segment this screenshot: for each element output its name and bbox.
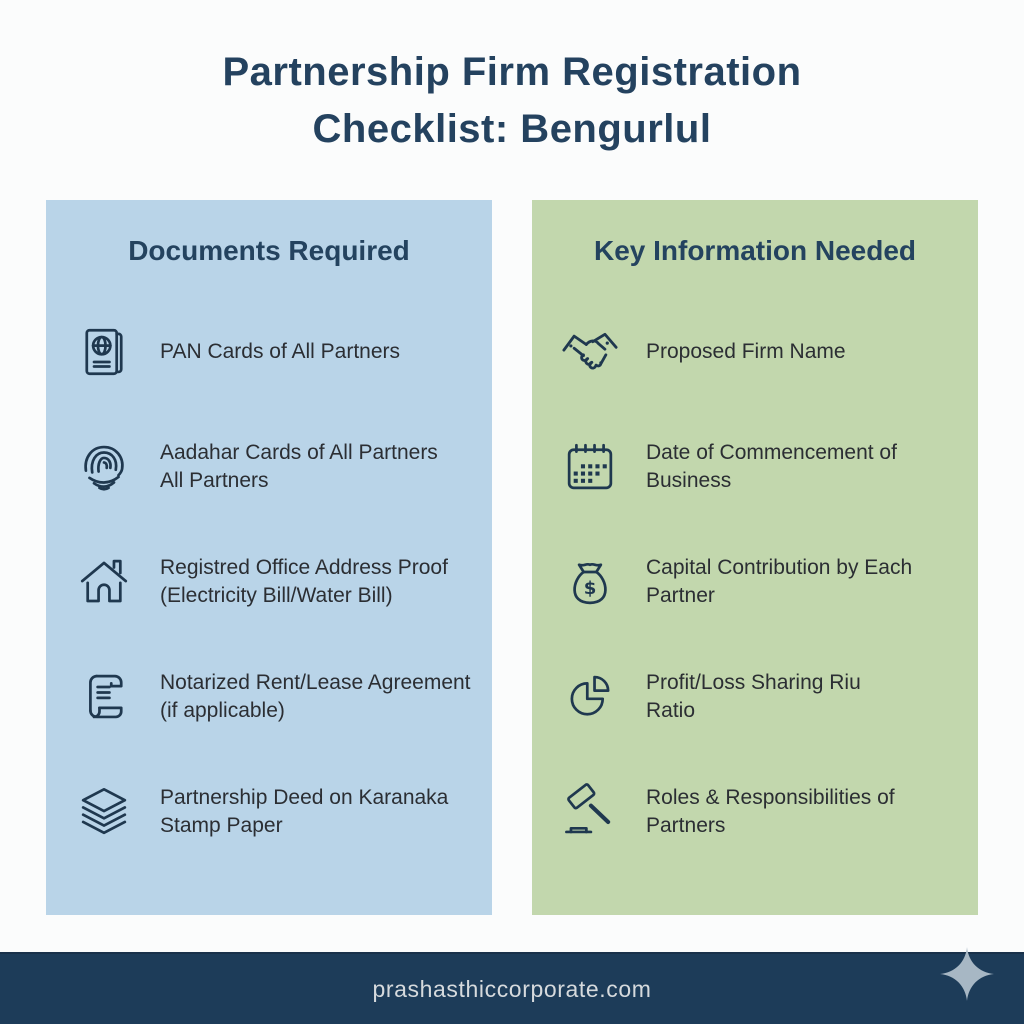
gavel-icon: [558, 782, 622, 841]
checklist-item-pan-cards: PAN Cards of All Partners: [46, 294, 492, 409]
money-bag-icon: $: [558, 553, 622, 611]
checklist-item-office-address: Registred Office Address Proof (Electric…: [46, 524, 492, 639]
checklist-item-label: Partnership Deed on Karanaka Stamp Paper: [160, 785, 449, 837]
calendar-icon: [558, 438, 622, 496]
footer-bar: prashasthiccorporate.com: [0, 952, 1024, 1024]
key-information-header: Key Information Needed: [593, 235, 917, 266]
checklist-item-label: Proposed Firm Name: [646, 339, 846, 363]
passport-icon: [72, 323, 136, 381]
checklist-item-label: Date of Commencement of Business: [646, 440, 897, 492]
checklist-item-label: Notarized Rent/Lease Agreement (if appli…: [160, 670, 471, 722]
page-title-line1: Partnership Firm Registration: [222, 50, 802, 94]
house-icon: [72, 553, 136, 611]
checklist-item-label: PAN Cards of All Partners: [160, 339, 401, 363]
handshake-icon: [558, 324, 622, 380]
scroll-icon: [72, 668, 136, 726]
pie-chart-icon: [558, 668, 622, 726]
checklist-item-partnership-deed: Partnership Deed on Karanaka Stamp Paper: [46, 754, 492, 869]
checklist-item-label: Registred Office Address Proof (Electric…: [160, 555, 448, 607]
sparkle-icon: [939, 946, 995, 1002]
key-information-list: Proposed Firm Name Date of Commencement: [532, 294, 978, 869]
documents-required-panel: Documents Required PAN Cards of All Part…: [46, 200, 492, 915]
checklist-item-roles-responsibilities: Roles & Responsibilities of Partners: [532, 754, 978, 869]
checklist-item-capital-contribution: $ Capital Contribution by Each Partner: [532, 524, 978, 639]
page-title: Partnership Firm Registration Checklist:…: [0, 44, 1024, 158]
layers-icon: [72, 783, 136, 841]
fingerprint-icon: [72, 438, 136, 496]
checklist-item-label: Roles & Responsibilities of Partners: [646, 785, 895, 837]
checklist-item-profit-sharing: Profit/Loss Sharing Riu Ratio: [532, 639, 978, 754]
footer-website: prashasthiccorporate.com: [372, 975, 652, 1002]
svg-text:$: $: [584, 577, 597, 598]
checklist-item-rent-agreement: Notarized Rent/Lease Agreement (if appli…: [46, 639, 492, 754]
key-information-panel: Key Information Needed: [532, 200, 978, 915]
page-title-line2: Checklist: Bengurlul: [312, 107, 712, 151]
checklist-item-label: Aadahar Cards of All Partners All Partne…: [160, 440, 438, 492]
checklist-item-commencement-date: Date of Commencement of Business: [532, 409, 978, 524]
checklist-item-aadhaar-cards: Aadahar Cards of All Partners All Partne…: [46, 409, 492, 524]
checklist-item-firm-name: Proposed Firm Name: [532, 294, 978, 409]
documents-required-header: Documents Required: [128, 235, 410, 266]
documents-required-list: PAN Cards of All Partners Aadahar Cards …: [46, 294, 492, 869]
checklist-item-label: Capital Contribution by Each Partner: [646, 555, 913, 607]
checklist-item-label: Profit/Loss Sharing Riu Ratio: [646, 670, 861, 722]
